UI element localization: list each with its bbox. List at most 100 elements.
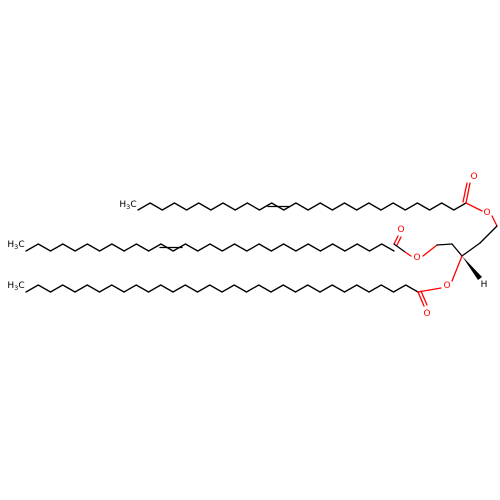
bottom-carbonyl-bond-b [420,290,428,306]
bottom-chain-bond-8 [123,284,137,293]
top-chain-bond-0 [137,202,151,211]
top-chain-bond-19 [368,202,382,211]
glycerol-c2-to-o [451,255,463,282]
methyl-label-top: H3C [119,200,136,211]
mid-chain-bond-8 [123,243,138,252]
glycerol-c2-mid [451,243,463,257]
bottom-chain-bond-6 [98,284,113,293]
mid-to-ester [393,243,406,253]
mid-chain-bond-16 [221,243,236,252]
top-chain-bond-24 [428,202,443,211]
top-chain-bond-10 [258,202,273,211]
bottom-chain-bond-27 [356,284,370,293]
top-carbonyl-bond-b [462,182,468,203]
bottom-chain-bond-15 [209,284,223,293]
glycerol-ch2-mid [436,243,453,246]
mid-chain-bond-29 [381,243,395,252]
bottom-chain-bond-14 [196,284,211,293]
bottom-chain-bond-10 [147,284,162,293]
stereo-wedge [462,256,482,280]
top-chain-bond-21 [392,202,406,211]
carbonyl-oxygen-bottom: O [423,309,430,319]
ester-oxygen-top: O [483,208,490,218]
mid-chain-bond-26 [344,243,358,252]
mid-chain-bond-4 [74,243,88,252]
glycerol-ch2-top [479,225,498,244]
top-chain-bond-20 [380,202,394,211]
mid-carbonyl-bond-a [393,235,399,245]
mid-chain-bond-24 [319,243,334,252]
mid-chain-bond-7 [111,243,125,252]
top-chain-bond-16 [331,202,346,211]
ester-oxygen-bottom: O [443,281,450,291]
bottom-chain-bond-28 [368,284,382,293]
bottom-chain-bond-2 [49,284,64,293]
mid-chain-bond-17 [233,243,248,252]
top-chain-bond-2 [161,202,176,211]
bottom-chain-bond-18 [245,284,260,293]
mid-chain-bond-1 [37,243,52,252]
bottom-chain-bond-22 [294,284,309,293]
bottom-chain-bond-13 [184,284,199,293]
atom-labels: H3C H3C H3C O O O O O O H [7,172,490,319]
top-chain-bond-4 [185,202,200,211]
bottom-chain-bond-29 [380,284,395,293]
bottom-chain-bond-17 [233,284,248,293]
top-o-to-glycerol [491,215,498,227]
mid-chain-bond-13 [184,243,199,252]
methyl-label-bottom: H3C [7,281,24,292]
top-chain-bond-6 [210,202,224,211]
bottom-chain-bond-25 [331,284,346,293]
mid-chain-bond-19 [258,243,272,252]
top-chain-bond-25 [441,202,455,211]
bottom-chain-bond-21 [282,284,297,293]
top-chain-bond-18 [356,202,370,211]
mid-chain-bond-28 [368,243,383,252]
mid-chain-bond-3 [62,243,76,252]
top-chain-bond-7 [222,202,236,211]
top-chain-bond-5 [198,202,212,211]
mid-chain-bond-0 [25,243,39,252]
top-chain-bond-1 [149,202,163,211]
bonds [25,182,498,307]
bottom-chain-bond-20 [270,284,284,293]
glycerol-c2-top [461,242,481,257]
mid-chain-bond-23 [307,243,322,252]
mid-chain-bond-27 [356,243,371,252]
bottom-chain-bond-31 [405,284,419,293]
top-chain-bond-23 [416,202,431,211]
top-chain-bond-3 [173,202,188,211]
stereo-hydrogen: H [481,280,488,290]
mid-chain-bond-15 [209,243,223,252]
mid-chain-bond-25 [332,243,346,252]
bottom-chain-bond-23 [307,284,321,293]
bottom-chain-bond-3 [62,284,76,293]
mid-chain-bond-2 [49,243,64,252]
bottom-chain-bond-5 [86,284,101,293]
mid-chain-bond-18 [246,243,260,252]
mid-chain-bond-22 [295,243,309,252]
mid-o-to-ch2 [422,244,438,257]
bottom-carbonyl-bond-a [417,291,425,307]
top-chain-bond-13 [295,202,309,211]
bottom-ester-bond [417,287,442,293]
bottom-chain-bond-19 [258,284,272,293]
top-chain-bond-22 [404,202,419,211]
bottom-chain-bond-12 [172,284,186,293]
bottom-chain-bond-24 [319,284,333,293]
top-chain-bond-26 [453,202,467,211]
top-chain-bond-15 [319,202,334,211]
top-chain-bond-8 [234,202,248,211]
mid-carbonyl-bond-b [396,236,402,246]
bottom-chain-bond-16 [221,284,235,293]
bottom-chain-bond-9 [135,284,150,293]
mid-ester-bond [404,251,412,257]
bottom-chain-bond-1 [37,284,52,293]
carbonyl-oxygen-mid: O [397,225,404,235]
mid-chain-bond-20 [270,243,285,252]
mid-chain-bond-14 [197,243,211,252]
top-ester-bond [465,202,483,212]
mid-chain-bond-21 [282,243,297,252]
